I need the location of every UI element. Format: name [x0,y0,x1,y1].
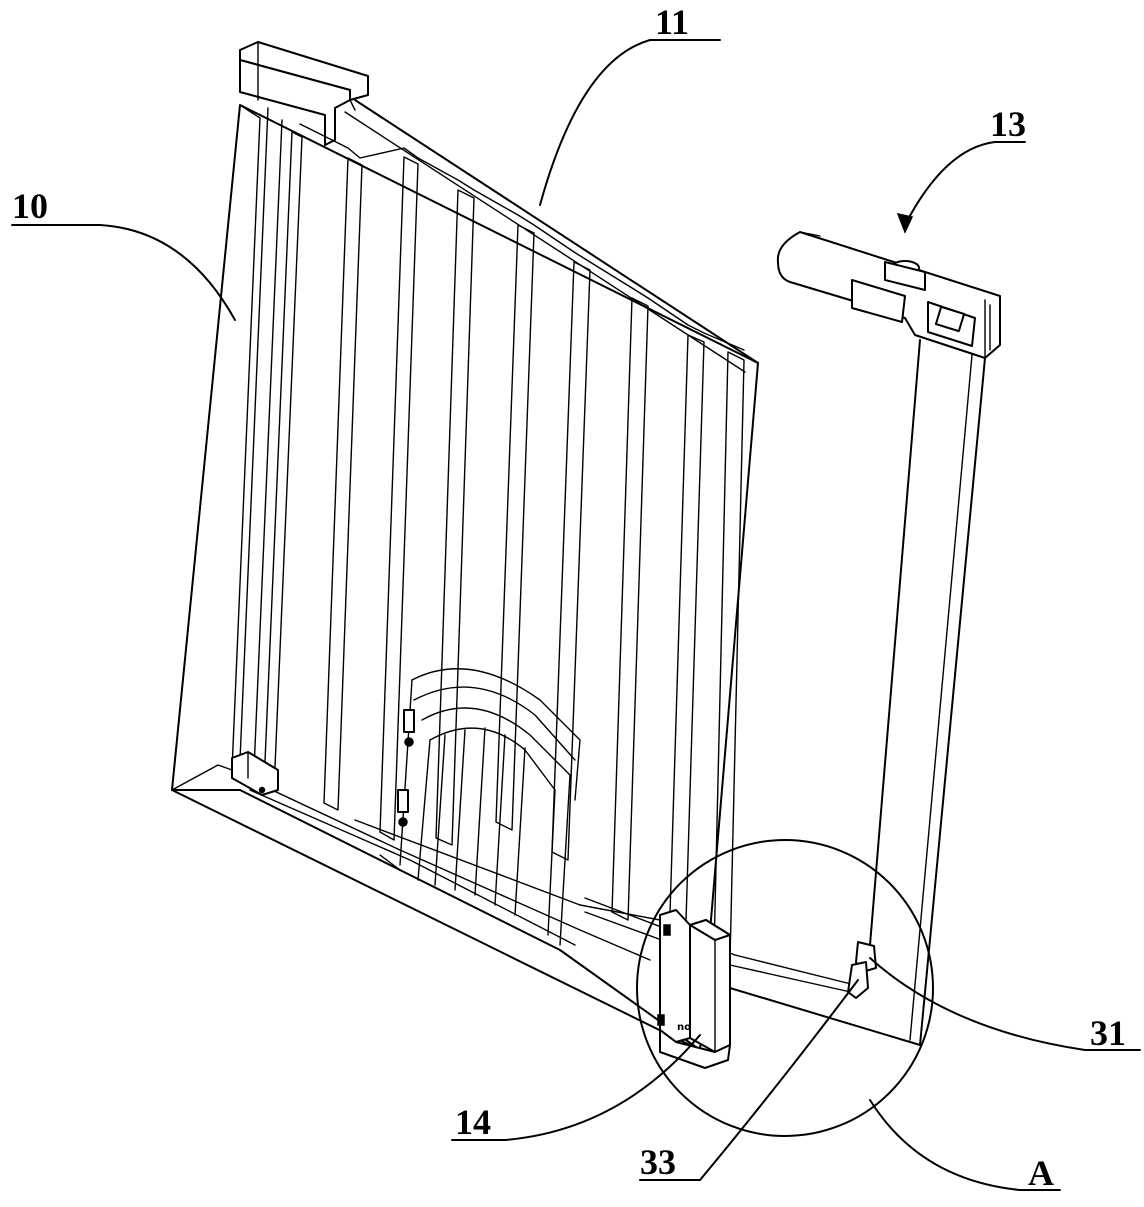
latch-post: no [657,909,731,1069]
label-31: 31 [1090,1013,1126,1053]
fixed-frame [584,231,1001,1046]
arch-door [397,668,581,946]
pin-and-catch [847,941,877,999]
detail-circle [636,839,934,1137]
leader-lines [11,39,1141,1191]
label-10: 10 [12,186,48,226]
gate-panel [171,41,759,1051]
label-A: A [1028,1153,1054,1193]
label-13: 13 [990,104,1026,144]
label-14: 14 [455,1102,491,1142]
label-33: 33 [640,1142,676,1182]
label-11: 11 [655,2,689,42]
svg-text:no: no [677,1022,691,1033]
gate-bars [263,131,745,986]
